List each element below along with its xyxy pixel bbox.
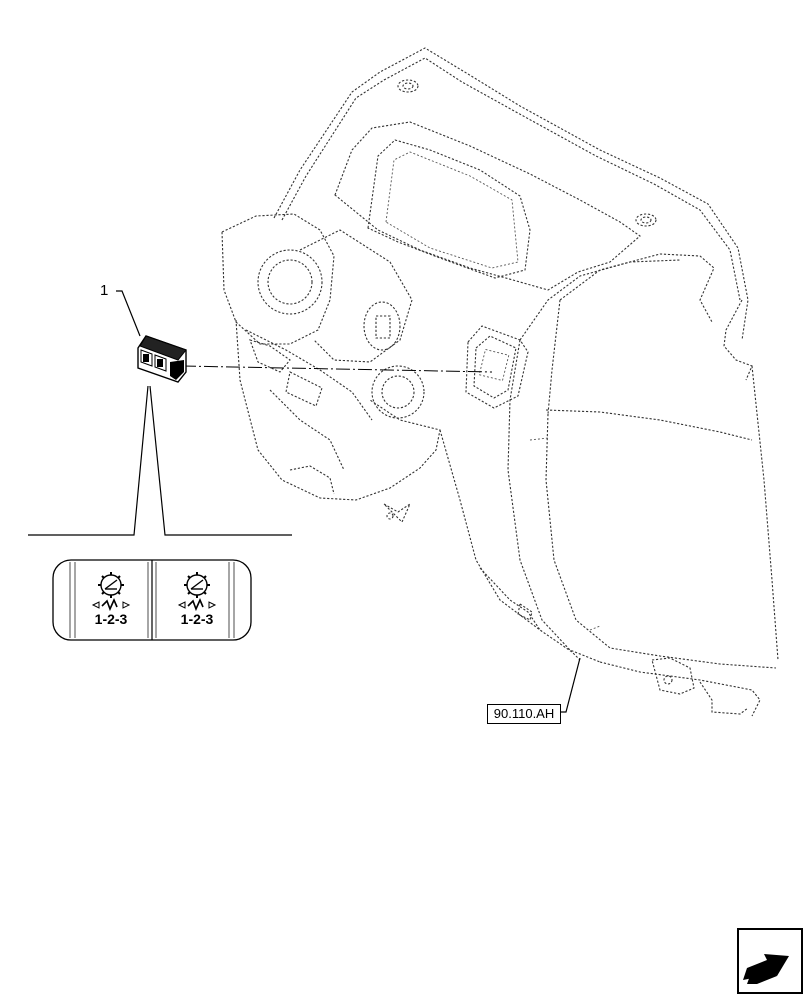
speed-adjust-icon: [91, 572, 131, 612]
reference-leader: [561, 657, 581, 713]
rocker-switch-part: [137, 335, 187, 383]
switch-face-detail: [52, 559, 252, 641]
right-button-text: 1-2-3: [181, 611, 214, 627]
callout-leader-lines: [116, 290, 493, 373]
dashboard-console-outline: [221, 47, 779, 717]
speed-adjust-icon: [177, 572, 217, 612]
reference-label[interactable]: 90.110.AH: [487, 704, 561, 724]
left-button-text: 1-2-3: [95, 611, 128, 627]
next-page-arrow-icon[interactable]: [737, 928, 803, 994]
callout-item-number: 1: [100, 282, 109, 299]
detail-leader-lines: [28, 385, 292, 536]
